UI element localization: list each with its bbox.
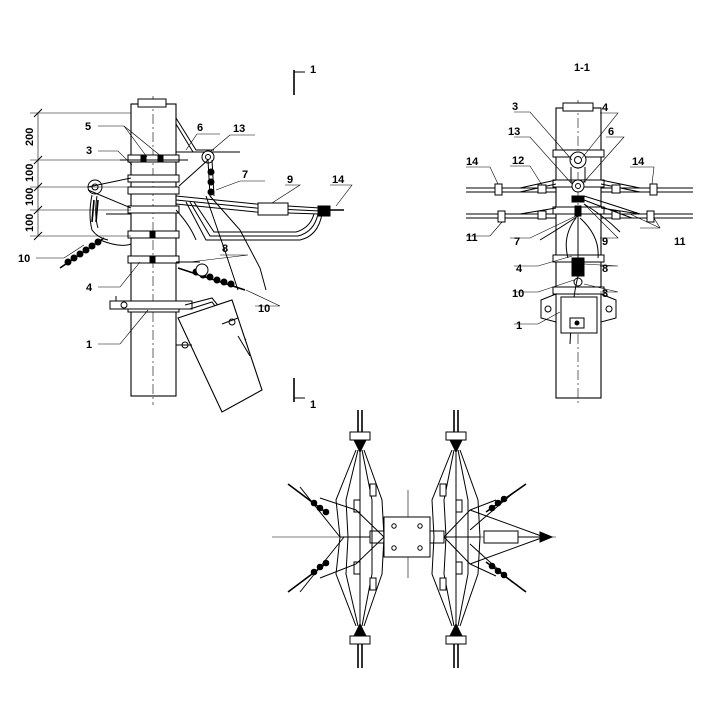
callout-left-6: 6 <box>197 122 203 134</box>
section-suspension-fitting <box>569 151 587 287</box>
callout-right-8: 8 <box>602 263 608 275</box>
section-bracket <box>540 293 617 334</box>
plan-right-bundle <box>431 410 554 668</box>
leader-lines-left <box>36 125 353 345</box>
section-marker-bottom: 1 <box>293 378 316 411</box>
callout-right-9: 9 <box>602 236 608 248</box>
section-view-1-1: 1-1 <box>466 62 693 405</box>
callout-right-14-left: 14 <box>466 156 479 168</box>
section-view-title: 1-1 <box>574 62 590 74</box>
callout-left-14: 14 <box>332 174 345 186</box>
plan-view <box>272 410 556 668</box>
center-plate <box>383 516 431 558</box>
callout-right-1: 1 <box>516 320 522 332</box>
right-fittings <box>175 159 344 291</box>
left-hardware <box>59 177 132 269</box>
callout-left-4: 4 <box>86 282 93 294</box>
callout-right-11-left: 11 <box>466 232 478 244</box>
callout-right-4-upper: 4 <box>602 102 609 114</box>
dimension-100-c: 100 <box>24 214 36 232</box>
callout-left-3: 3 <box>86 145 92 157</box>
callout-right-13: 13 <box>508 126 520 138</box>
leader-lines-right <box>466 111 661 325</box>
connector-9 <box>257 202 289 216</box>
callout-left-7: 7 <box>242 169 248 181</box>
callout-right-10: 10 <box>512 288 524 300</box>
section-conductors <box>466 179 693 223</box>
plan-right-insulators <box>485 483 527 593</box>
callout-right-6: 6 <box>608 126 614 138</box>
section-mark-bottom: 1 <box>310 399 316 411</box>
callout-left-9: 9 <box>287 174 293 186</box>
front-elevation-view: 200 100 100 100 1 1 <box>18 64 353 413</box>
lower-insulator <box>176 261 246 291</box>
callout-right-12: 12 <box>512 155 524 167</box>
callout-left-10-lower: 10 <box>258 303 270 315</box>
pole-front <box>130 103 177 397</box>
dimension-200: 200 <box>24 128 36 146</box>
callout-right-3-upper: 3 <box>512 101 518 113</box>
callout-right-7: 7 <box>514 236 520 248</box>
callout-left-10-upper: 10 <box>18 253 30 265</box>
callout-left-8: 8 <box>222 243 228 255</box>
lower-crossarm <box>109 296 263 413</box>
plan-left-bundle <box>299 410 385 668</box>
dimension-100-a: 100 <box>24 164 36 182</box>
callout-right-4-lower: 4 <box>516 263 523 275</box>
callout-right-3-lower: 3 <box>602 288 608 300</box>
pole-cap <box>137 98 167 108</box>
callout-left-5: 5 <box>85 121 91 133</box>
dimension-column: 200 100 100 100 <box>24 108 131 241</box>
plan-connector <box>483 530 519 544</box>
section-mark-top: 1 <box>310 64 316 76</box>
callout-right-14-right: 14 <box>632 156 645 168</box>
section-marker-top: 1 <box>293 64 316 95</box>
callout-left-1: 1 <box>86 339 92 351</box>
dimension-100-b: 100 <box>24 188 36 206</box>
plan-left-insulators <box>287 483 330 593</box>
callout-right-11-right: 11 <box>674 236 686 248</box>
callout-left-13: 13 <box>233 123 245 135</box>
